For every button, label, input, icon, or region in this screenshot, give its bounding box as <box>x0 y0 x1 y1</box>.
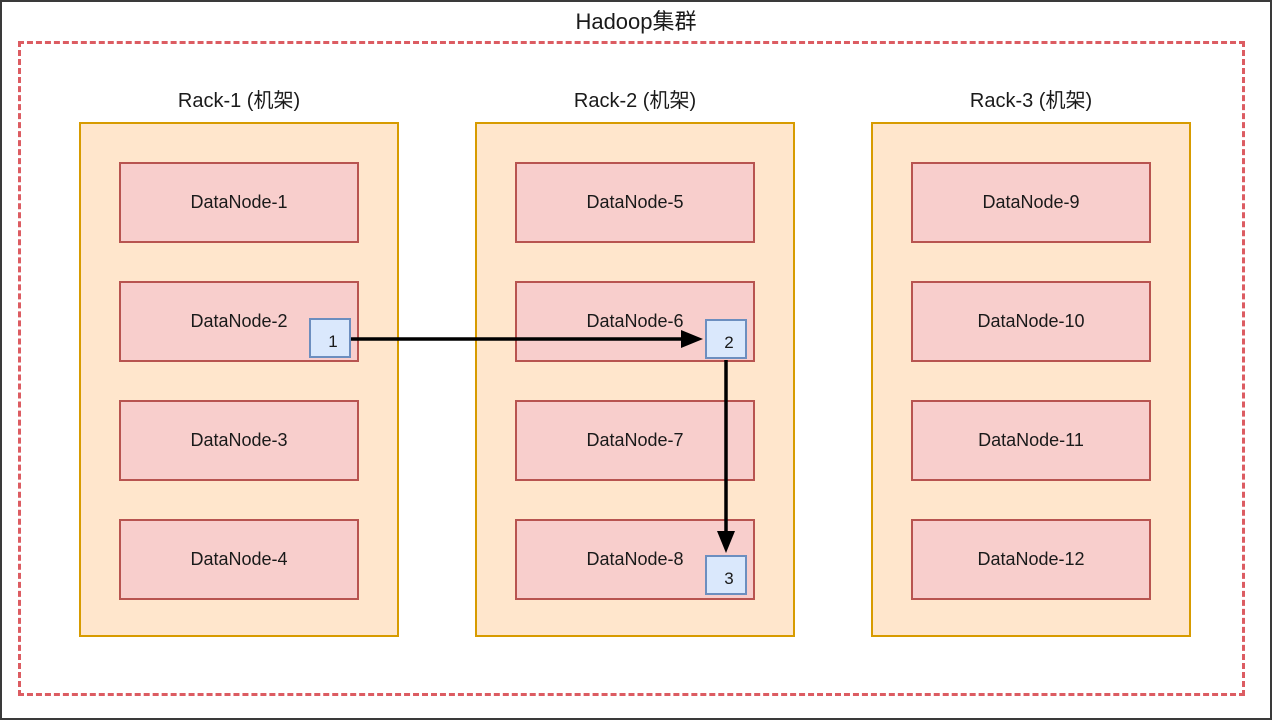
datanode-label: DataNode-5 <box>586 192 684 212</box>
datanode-box: DataNode-3 <box>119 400 359 481</box>
datanode-label: DataNode-4 <box>190 549 288 569</box>
datanode-box: DataNode-1 <box>119 162 359 243</box>
rack-title: Rack-3 (机架) <box>969 90 1093 112</box>
replica-badge-number: 2 <box>724 333 734 352</box>
datanode-label: DataNode-10 <box>977 311 1085 331</box>
datanode-label: DataNode-7 <box>586 430 684 450</box>
datanode-box: DataNode-7 <box>515 400 755 481</box>
datanode-label: DataNode-9 <box>982 192 1080 212</box>
cluster-title: Hadoop集群 <box>575 9 697 34</box>
replica-badge-number: 1 <box>328 332 338 351</box>
datanode-label: DataNode-8 <box>586 549 684 569</box>
datanode-box: DataNode-12 <box>911 519 1151 600</box>
datanode-label: DataNode-1 <box>190 192 288 212</box>
datanode-label: DataNode-3 <box>190 430 288 450</box>
replica-badge-3: 3 <box>705 555 747 595</box>
datanode-box: DataNode-5 <box>515 162 755 243</box>
replica-badge-number: 3 <box>724 569 734 588</box>
rack-title: Rack-2 (机架) <box>573 90 697 112</box>
datanode-label: DataNode-2 <box>190 311 288 331</box>
datanode-box: DataNode-10 <box>911 281 1151 362</box>
replica-badge-1: 1 <box>309 318 351 358</box>
rack-title: Rack-1 (机架) <box>177 90 301 112</box>
datanode-box: DataNode-4 <box>119 519 359 600</box>
cluster-boundary-box <box>18 41 1245 696</box>
replica-badge-2: 2 <box>705 319 747 359</box>
datanode-box: DataNode-9 <box>911 162 1151 243</box>
datanode-label: DataNode-12 <box>977 549 1085 569</box>
datanode-box: DataNode-11 <box>911 400 1151 481</box>
datanode-label: DataNode-11 <box>978 430 1084 450</box>
datanode-label: DataNode-6 <box>586 311 684 331</box>
